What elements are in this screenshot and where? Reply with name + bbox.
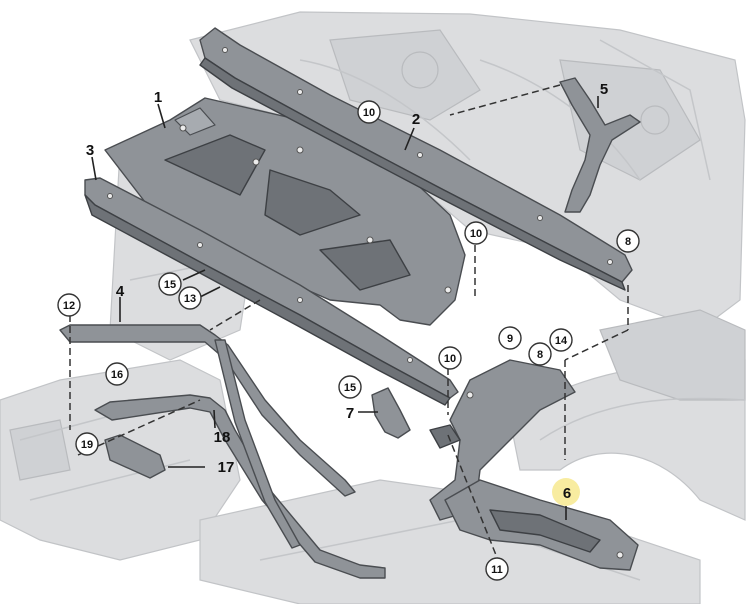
callout-14: 14: [549, 328, 573, 352]
callout-8-bracket: 8: [528, 342, 552, 366]
svg-text:12: 12: [63, 300, 75, 312]
highlight-part-6: [552, 478, 580, 506]
callout-12: 12: [57, 293, 81, 317]
callout-19: 19: [75, 432, 99, 456]
label-5: 5: [600, 81, 608, 98]
callout-16: 16: [105, 362, 129, 386]
svg-text:15: 15: [344, 382, 356, 394]
part-18-lower-strut: [94, 339, 386, 579]
svg-text:16: 16: [111, 369, 123, 381]
number-labels: 1 2 3 4 5 6 7 17 18: [86, 81, 608, 502]
callout-11: 11: [485, 557, 509, 581]
callout-10-mid: 10: [464, 221, 488, 245]
callout-10-top: 10: [357, 100, 381, 124]
circled-callouts: 10 10 10 8 8 9 14 15: [57, 100, 640, 581]
svg-text:8: 8: [625, 236, 631, 248]
part-17-bracket: [104, 434, 166, 479]
label-2: 2: [412, 111, 420, 128]
callout-15-left: 15: [158, 272, 182, 296]
label-1: 1: [154, 89, 162, 106]
part-4-strut: [59, 324, 356, 497]
part-2-upper-crossmember: [199, 27, 633, 291]
label-17: 17: [218, 459, 235, 476]
svg-text:13: 13: [184, 293, 196, 305]
label-4: 4: [116, 283, 125, 300]
svg-text:8: 8: [537, 349, 543, 361]
svg-text:15: 15: [164, 279, 176, 291]
svg-text:19: 19: [81, 439, 93, 451]
svg-text:10: 10: [363, 107, 375, 119]
leader-lines: [91, 96, 599, 520]
svg-text:9: 9: [507, 333, 513, 345]
svg-text:11: 11: [491, 564, 503, 576]
label-7: 7: [346, 405, 354, 422]
callout-8-right: 8: [616, 229, 640, 253]
label-18: 18: [214, 429, 231, 446]
callout-9: 9: [498, 326, 522, 350]
svg-text:10: 10: [470, 228, 482, 240]
ghost-car-body: [0, 11, 746, 604]
svg-text:14: 14: [555, 335, 568, 347]
label-3: 3: [86, 142, 94, 159]
part-5-brace: [559, 77, 641, 213]
callout-15-clip: 15: [338, 375, 362, 399]
part-7-clip: [371, 387, 411, 439]
svg-text:10: 10: [444, 353, 456, 365]
callout-13: 13: [178, 286, 202, 310]
label-6: 6: [563, 485, 571, 502]
callout-10-low: 10: [438, 346, 462, 370]
